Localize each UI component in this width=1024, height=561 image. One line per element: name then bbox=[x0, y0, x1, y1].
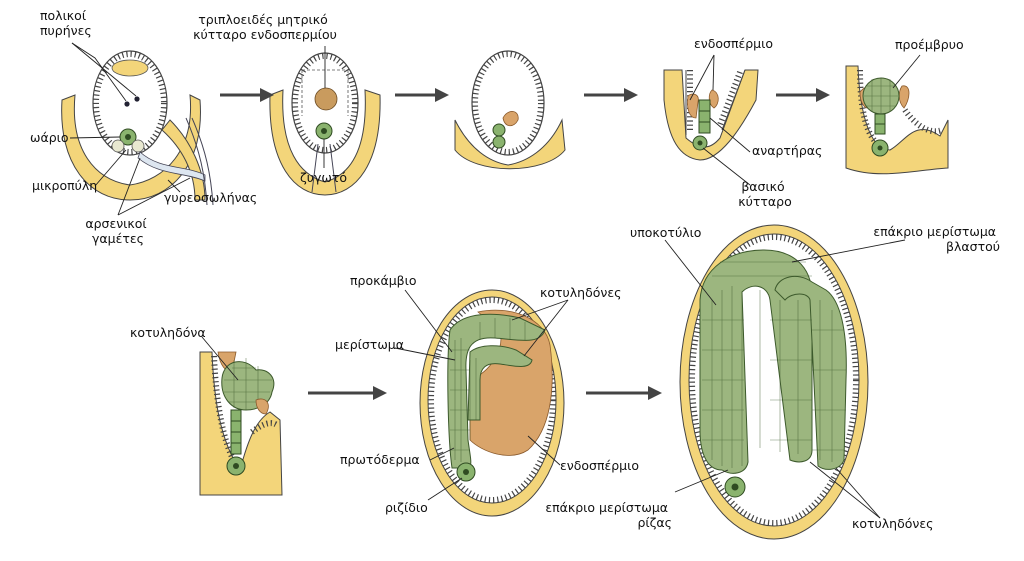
polar-nuclei-label: πολικοί πυρήνες bbox=[40, 8, 92, 38]
shoot-apical-meristem-label: επάκριο μερίστωμα βλαστού bbox=[873, 224, 1000, 254]
stage-4-suspensor bbox=[663, 69, 759, 161]
stage-7-developing-seed bbox=[419, 289, 565, 517]
stage-5-proembryo bbox=[845, 65, 949, 175]
cotyledon-label: κοτυληδόνα bbox=[130, 325, 206, 340]
hypocotyl-label: υποκοτύλιο bbox=[630, 225, 701, 240]
arrow-6 bbox=[586, 386, 662, 400]
cotyledons-mid-label: κοτυληδόνες bbox=[540, 285, 621, 300]
protoderm-label: πρωτόδερμα bbox=[340, 452, 420, 467]
arrow-3 bbox=[584, 88, 638, 102]
male-gametes-label: αρσενικοί γαμέτες bbox=[85, 216, 150, 246]
proembryo-label: προέμβρυο bbox=[895, 37, 964, 52]
stage-6-heart-embryo bbox=[199, 351, 283, 496]
arrow-2 bbox=[395, 88, 449, 102]
arrow-1 bbox=[220, 88, 274, 102]
root-apical-meristem-label: επάκριο μερίστωμα ρίζας bbox=[545, 500, 672, 530]
stage-8-mature-seed bbox=[679, 224, 869, 540]
micropyle-label: μικροπύλη bbox=[32, 178, 97, 193]
zygote-label: ζυγωτό bbox=[300, 170, 347, 185]
suspensor-label: αναρτήρας bbox=[752, 143, 822, 158]
endosperm-mid-label: ενδοσπέρμιο bbox=[560, 458, 639, 473]
egg-label: ωάριο bbox=[30, 130, 69, 145]
radicle-label: ριζίδιο bbox=[385, 500, 428, 515]
endosperm-top-label: ενδοσπέρμιο bbox=[694, 36, 773, 51]
arrow-5 bbox=[308, 386, 387, 400]
meristem-label: μερίστωμα bbox=[335, 337, 404, 352]
basal-cell-label: βασικό κύτταρο bbox=[738, 179, 791, 209]
stage-1-embryo-sac bbox=[61, 50, 214, 206]
triploid-cell-label: τριπλοειδές μητρικό κύτταρο ενδοσπερμίου bbox=[193, 12, 337, 42]
cotyledons-right-label: κοτυληδόνες bbox=[852, 516, 933, 531]
arrow-4 bbox=[776, 88, 830, 102]
procambium-label: προκάμβιο bbox=[350, 273, 417, 288]
stage-2-triploid-cell bbox=[269, 52, 381, 196]
pollen-tube-label: γυρεοσωλήνας bbox=[164, 190, 257, 205]
stage-3-first-division bbox=[454, 50, 566, 170]
leader-lines bbox=[69, 42, 921, 519]
